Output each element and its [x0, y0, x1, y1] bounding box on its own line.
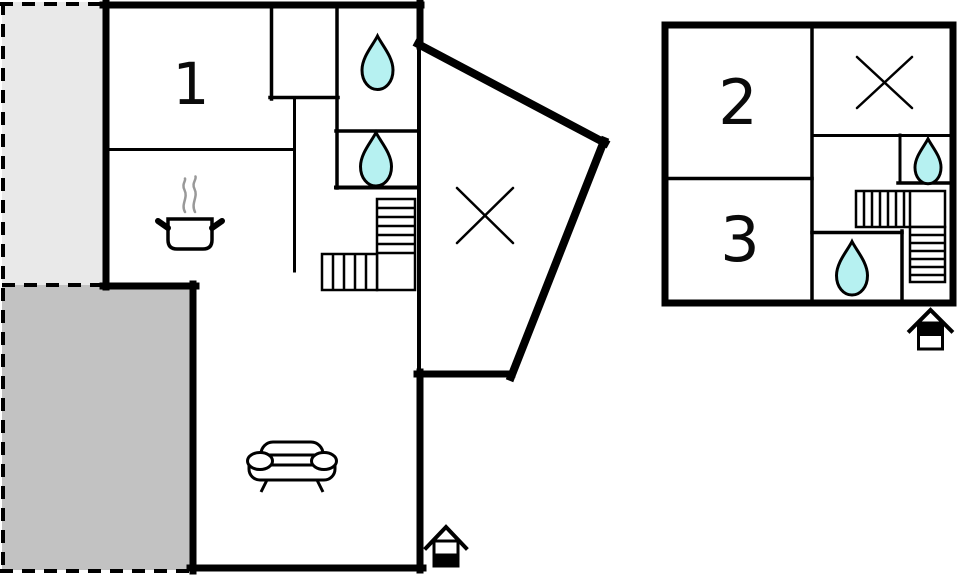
x-mark-icon [455, 186, 515, 245]
terrace-upper [2, 2, 104, 285]
upper-floor-plan: 2 3 [661, 21, 957, 351]
terrace-dashed-border [0, 2, 196, 573]
ground-floor-exterior-walls [99, 0, 611, 575]
x-mark-icon [855, 55, 914, 110]
ground-floor-interior-walls [103, 6, 421, 376]
stairs-icon [320, 197, 417, 292]
house-level-ground-icon [423, 524, 469, 568]
terrace-upper-fill [2, 2, 104, 285]
house-level-upper-icon [906, 307, 955, 351]
upper-floor-exterior-walls [661, 21, 957, 307]
water-drop-icon [913, 135, 943, 186]
terrace-lower [2, 285, 194, 570]
water-drop-icon [834, 238, 870, 297]
cooking-pot-icon [155, 175, 225, 251]
water-drop-icon [358, 129, 394, 188]
bathroom-icons-upper [834, 135, 943, 297]
ground-floor-plan: 1 [99, 0, 611, 575]
room-2-label: 2 [718, 66, 757, 139]
sofa-icon [246, 440, 338, 493]
bathroom-icons-ground [358, 32, 395, 188]
terrace-lower-fill [2, 285, 194, 570]
water-drop-icon [360, 32, 395, 92]
room-1-label: 1 [173, 50, 210, 118]
room-3-label: 3 [720, 203, 759, 276]
stairs-icon [854, 189, 947, 284]
steam-lines [182, 175, 197, 214]
